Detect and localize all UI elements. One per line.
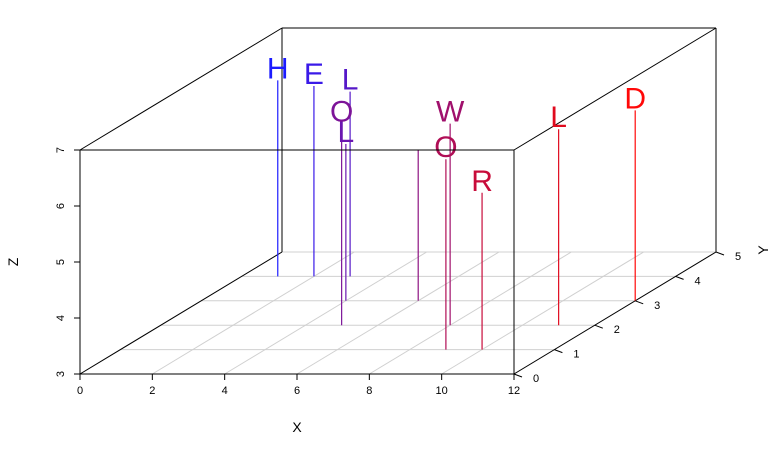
y-tick-label: 0 (533, 373, 539, 385)
y-tick (594, 324, 603, 329)
x-tick-label: 2 (149, 385, 155, 397)
z-axis-title: Z (5, 257, 21, 266)
point-label: L (550, 101, 567, 134)
point-label: W (436, 96, 465, 129)
x-tick-label: 6 (294, 385, 300, 397)
floor-grid-x-line (296, 251, 500, 375)
point-stems (277, 80, 636, 350)
plot-box-back (79, 27, 717, 375)
z-tick-label: 5 (55, 259, 67, 265)
floor-grid-x-line (369, 251, 572, 375)
x-tick-label: 8 (366, 385, 372, 397)
y-tick (513, 373, 523, 378)
y-tick (554, 349, 563, 354)
floor-grid-x-line (441, 251, 644, 375)
box-edge (513, 27, 717, 151)
x-tick-label: 0 (77, 385, 83, 397)
point-label: D (624, 82, 646, 115)
point-label: L (342, 64, 359, 97)
y-tick-label: 4 (695, 275, 701, 287)
point-label: L (338, 116, 355, 149)
y-axis-title: Y (755, 245, 771, 255)
x-axis-title: X (292, 419, 302, 435)
y-tick-label: 2 (614, 324, 620, 336)
box-edge (79, 251, 283, 375)
y-tick (675, 275, 684, 280)
point-label: O (434, 131, 457, 164)
y-tick-label: 3 (654, 300, 660, 312)
x-tick-label: 4 (222, 385, 228, 397)
box-edge (513, 251, 717, 375)
x-tick-label: 12 (508, 385, 520, 397)
z-tick-label: 4 (55, 315, 67, 321)
z-tick-label: 6 (55, 203, 67, 209)
y-tick (635, 300, 644, 305)
floor-grid-x-line (152, 251, 355, 375)
point-label: H (267, 52, 289, 85)
y-tick-label: 1 (573, 349, 579, 361)
y-tick (715, 251, 725, 256)
point-label: O (330, 96, 353, 129)
plot-box-front (79, 149, 515, 375)
x-tick-label: 10 (436, 385, 448, 397)
z-tick-label: 7 (55, 147, 67, 153)
floor-grid-x-line (224, 251, 427, 375)
point-label: E (304, 58, 324, 91)
floor-grid (79, 251, 717, 375)
point-label: R (471, 165, 493, 198)
y-tick-label: 5 (735, 251, 741, 263)
z-tick-label: 3 (55, 371, 67, 377)
box-edge (79, 27, 283, 151)
